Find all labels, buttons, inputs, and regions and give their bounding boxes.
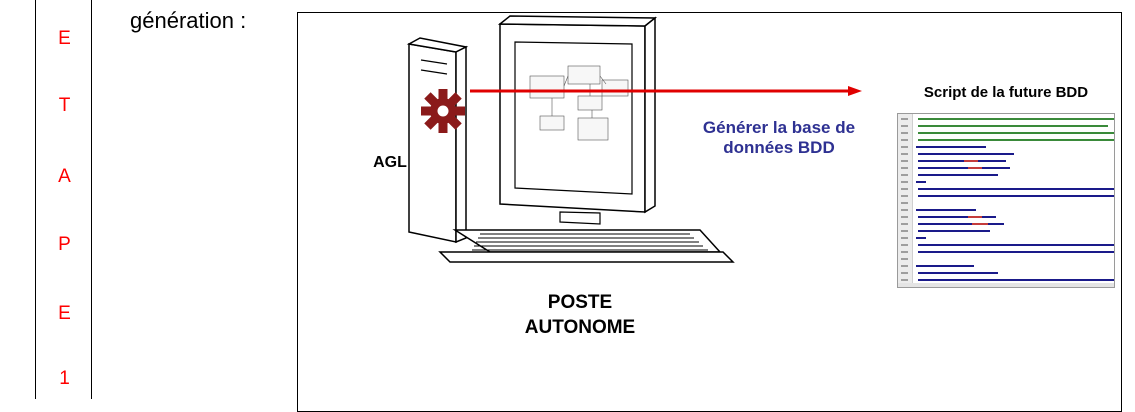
arrow-label-line2: données BDD [723,138,835,157]
section-heading: génération : [130,8,247,33]
agl-label: AGL [373,154,407,171]
etape-letter: T [58,95,71,116]
station-label-line1: POSTE [547,292,613,313]
gear-icon [421,89,465,133]
output-title: Script de la future BDD [923,84,1089,101]
station-label-line2: AUTONOME [524,317,636,338]
arrow-label: Générer la base de données BDD [664,118,894,158]
generation-arrow [470,86,862,96]
station-label: POSTE AUTONOME [480,290,680,340]
arrow-label-line1: Générer la base de [702,118,856,137]
monitor [438,15,735,263]
etape-letter: 1 [59,368,70,389]
code-lines-graphic [898,118,1114,287]
sql-script-thumbnail [897,113,1115,288]
computer-illustration [406,15,862,263]
etape-letter: E [58,28,71,49]
etape-letter: P [58,234,71,255]
etape-letter: E [58,303,71,324]
etape-letter: A [58,166,71,187]
etape-box: E T A P E 1 [35,0,92,399]
code-gutter [898,114,913,287]
tower-case [406,37,469,244]
